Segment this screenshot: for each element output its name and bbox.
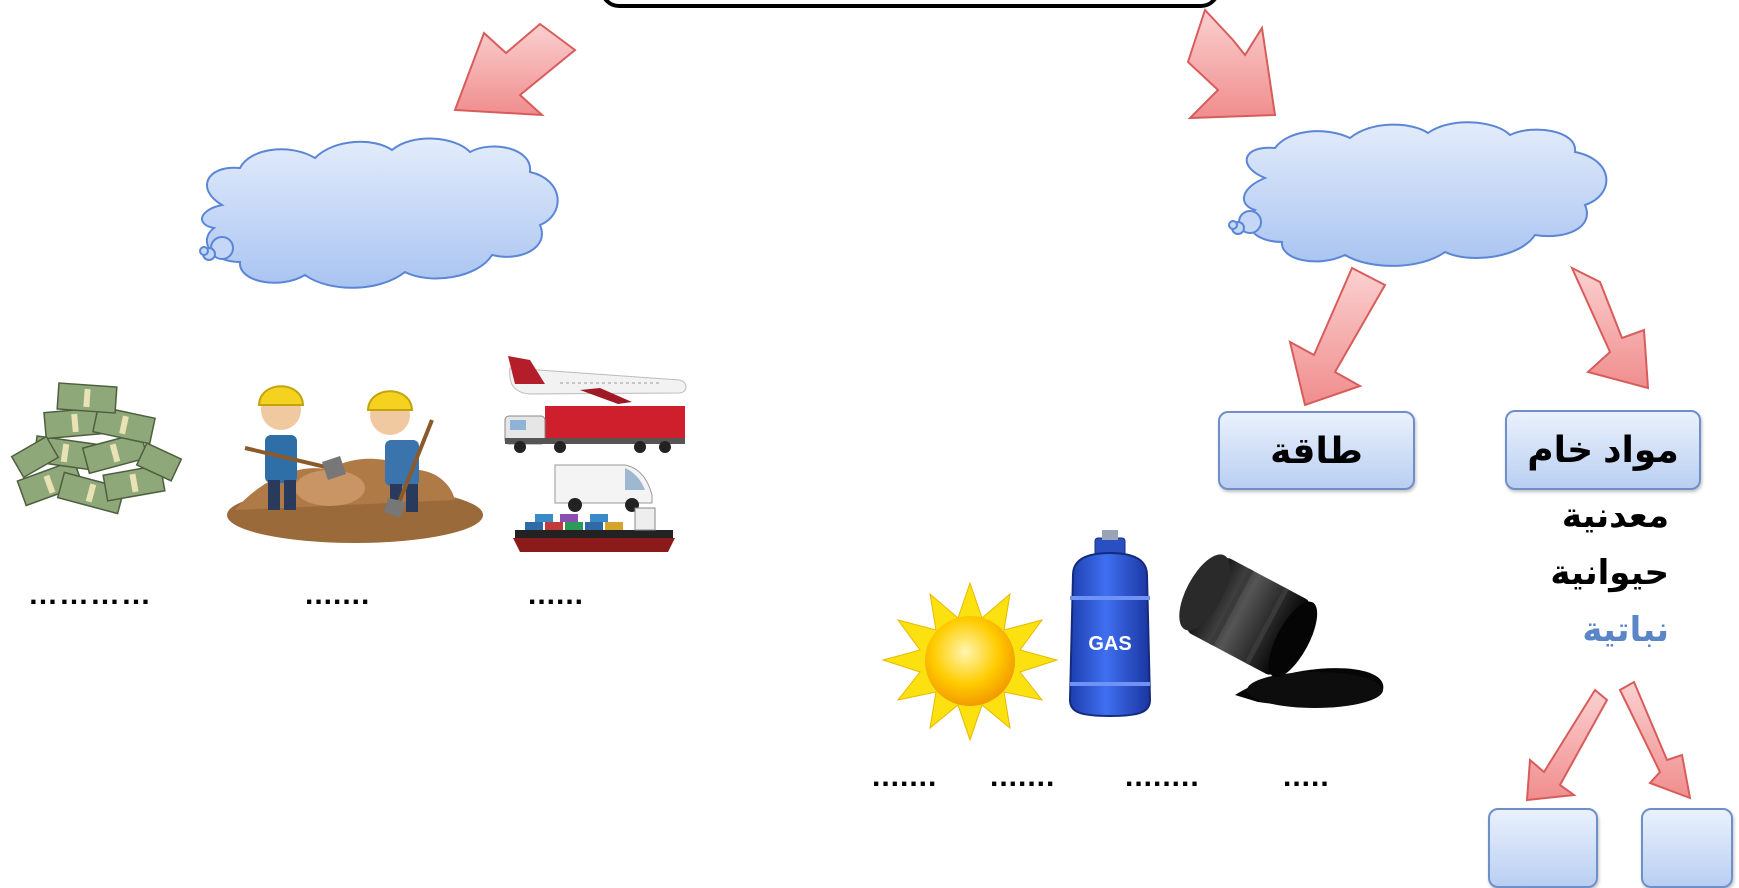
money-stack-image — [12, 383, 182, 514]
raw-materials-box: مواد خام — [1505, 410, 1701, 490]
placeholder-money: ………… — [28, 578, 152, 612]
empty-box-right — [1641, 808, 1733, 888]
ship-icon — [513, 508, 675, 552]
cloud-right — [1229, 122, 1606, 266]
arrow-top-left — [455, 24, 575, 115]
placeholder-sun: ....... — [872, 760, 937, 794]
arrow-to-small-box-left — [1527, 690, 1607, 800]
sun-icon — [883, 583, 1057, 740]
placeholder-oil-spill: ..... — [1283, 760, 1330, 794]
placeholder-oil-barrel: ........ — [1125, 760, 1200, 794]
raw-type-plant: نباتية — [1582, 610, 1669, 650]
energy-label: طاقة — [1270, 430, 1363, 472]
raw-type-mineral: معدنية — [1562, 496, 1669, 536]
arrow-top-right — [1188, 10, 1275, 118]
arrow-to-small-box-right — [1620, 682, 1690, 798]
arrow-to-energy — [1290, 268, 1385, 405]
van-icon — [555, 465, 652, 512]
placeholder-transport: ...... — [528, 578, 584, 612]
cloud-left — [200, 139, 558, 288]
airplane-icon — [508, 356, 686, 404]
arrow-to-raw-materials — [1572, 268, 1648, 388]
workers-digging-image — [227, 386, 483, 543]
energy-box: طاقة — [1218, 411, 1415, 490]
raw-type-animal: حيوانية — [1550, 553, 1669, 593]
placeholder-gas: ....... — [990, 760, 1055, 794]
oil-barrel-icon — [1169, 547, 1384, 708]
gas-label: GAS — [1088, 633, 1131, 655]
transport-image — [505, 356, 686, 552]
empty-box-left — [1488, 808, 1598, 888]
raw-materials-label: مواد خام — [1527, 429, 1679, 471]
placeholder-labor: ....... — [305, 578, 370, 612]
truck-icon — [505, 406, 685, 453]
gas-cylinder-icon: GAS — [1070, 530, 1150, 716]
